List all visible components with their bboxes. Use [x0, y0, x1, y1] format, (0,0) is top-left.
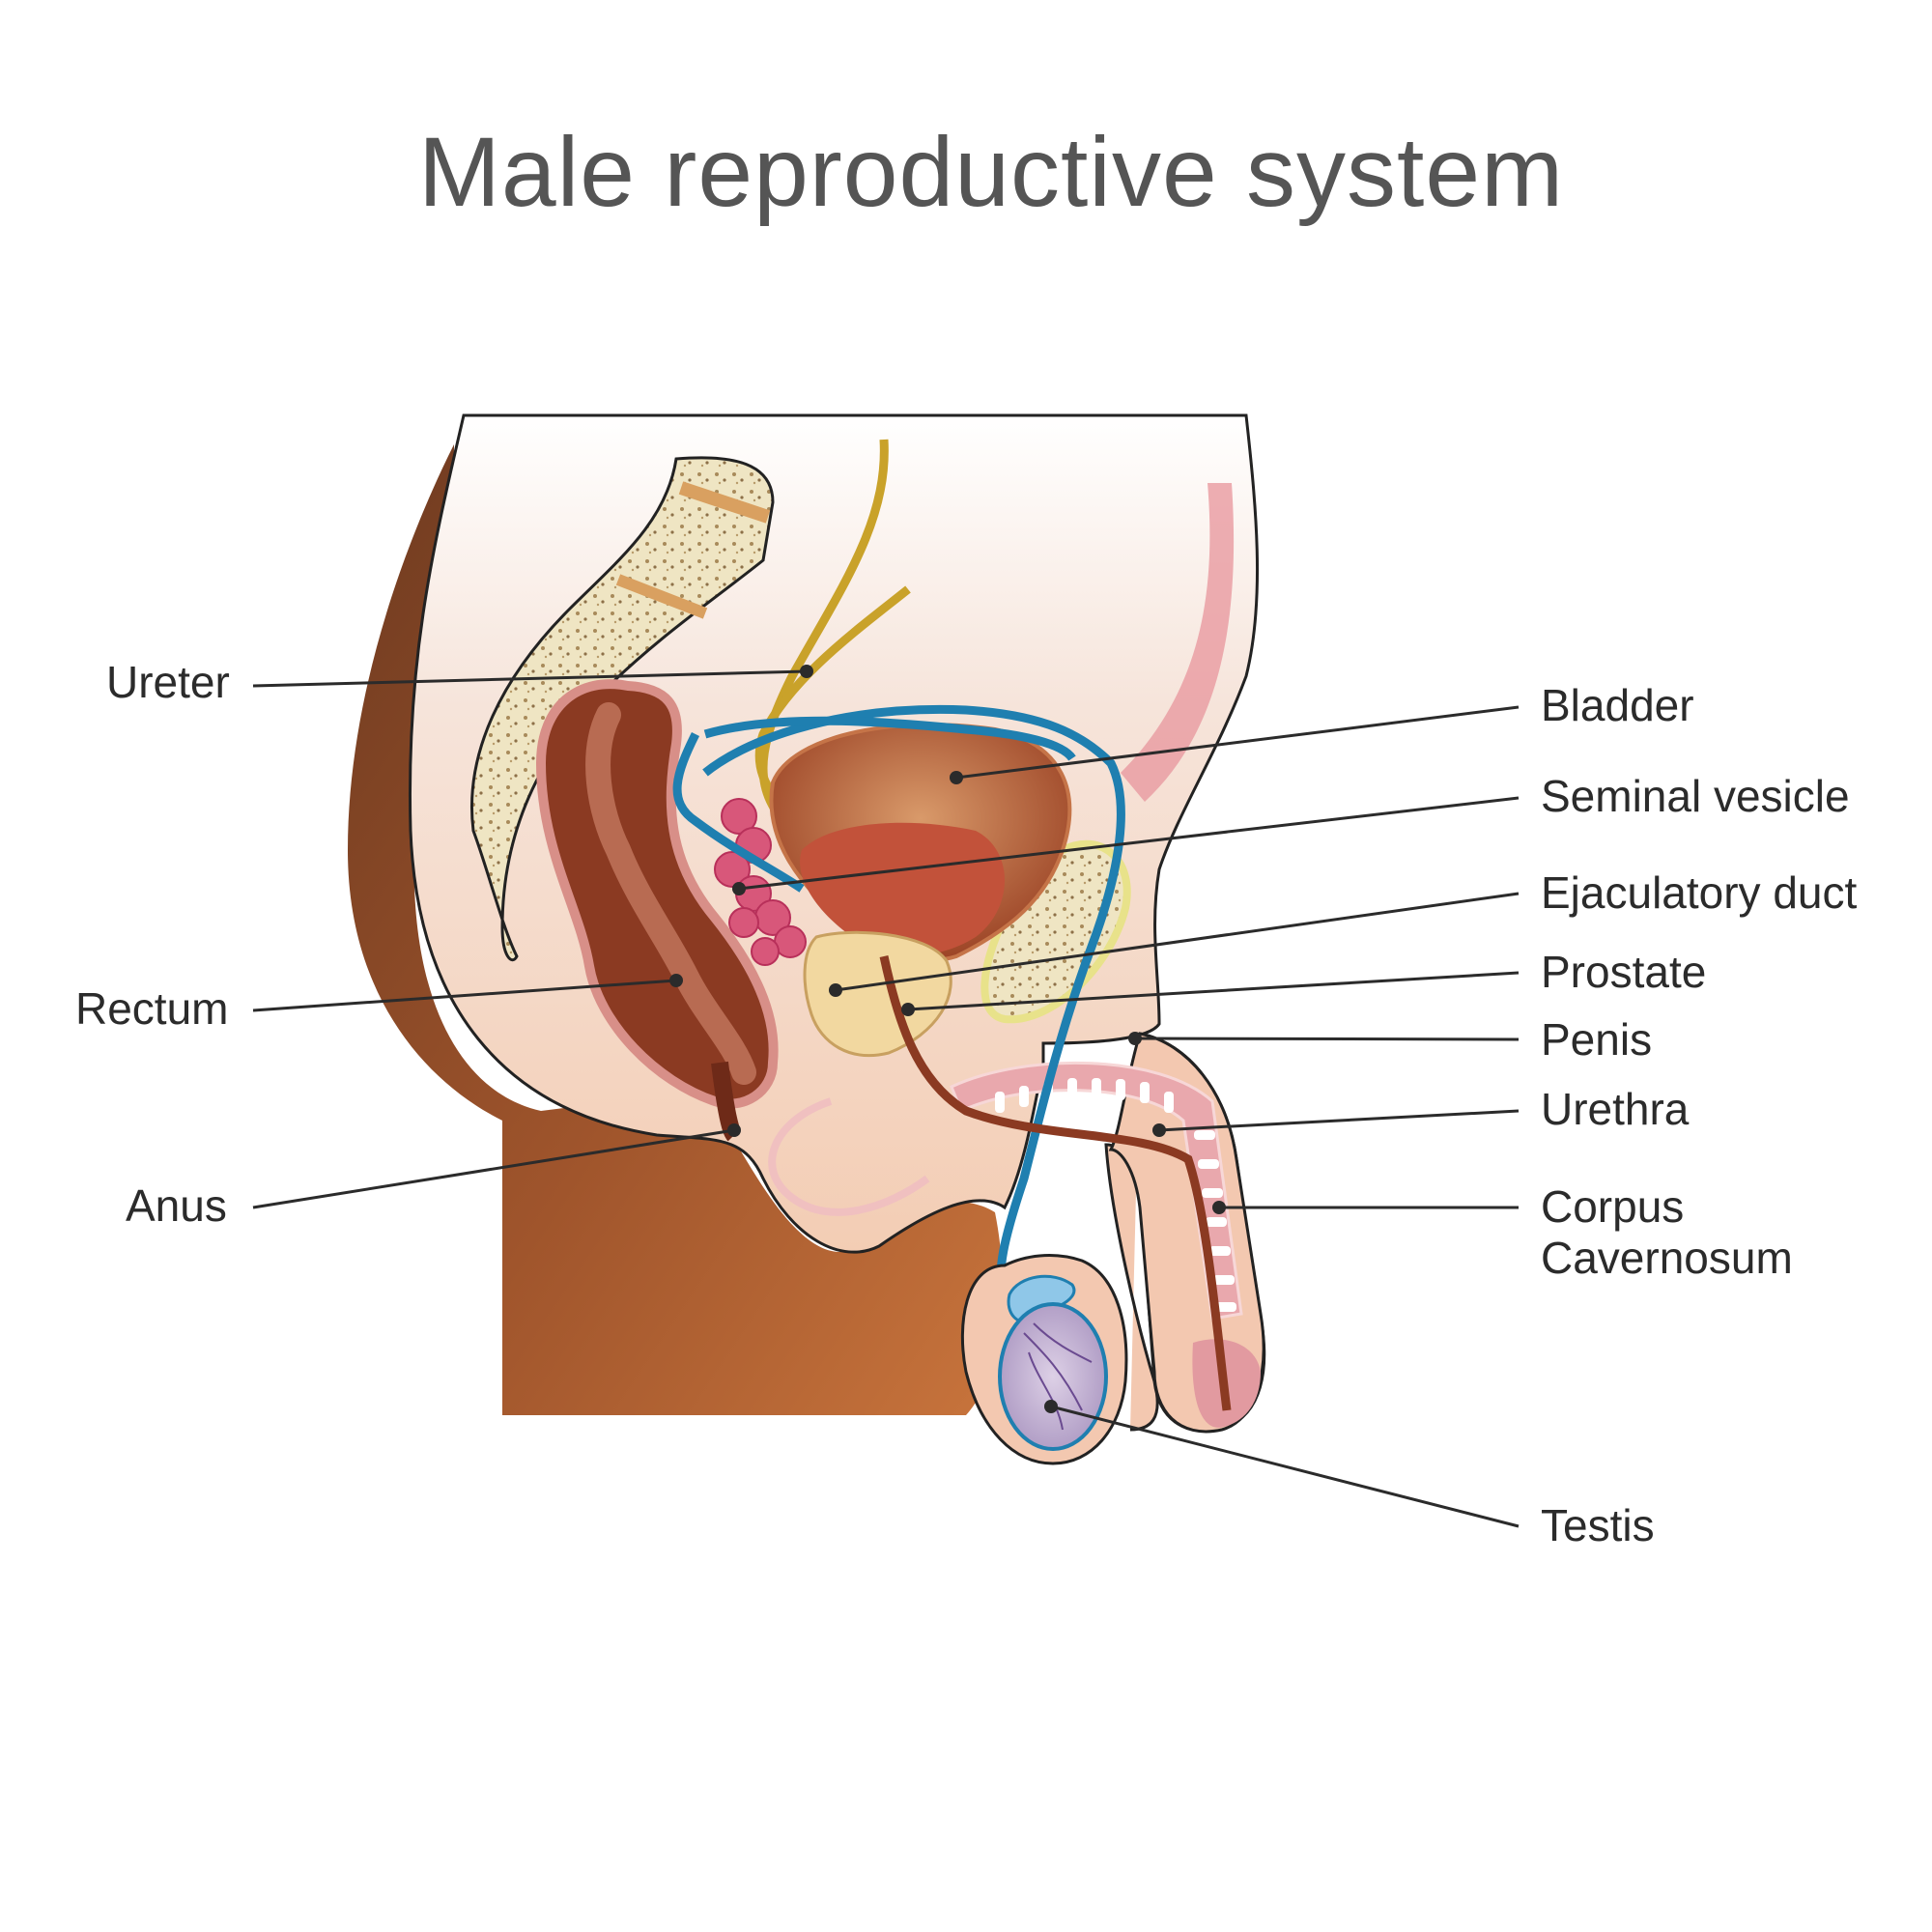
buttock-shape — [348, 444, 1003, 1415]
label-seminal-vesicle: Seminal vesicle — [1541, 771, 1850, 821]
label-urethra: Urethra — [1541, 1084, 1690, 1134]
perineum-fold — [768, 1097, 930, 1216]
abdominal-wall — [1121, 483, 1235, 802]
urethra — [879, 955, 1232, 1411]
label-cavernosum: Cavernosum — [1541, 1233, 1793, 1283]
prostate — [803, 930, 952, 1058]
epididymis — [1007, 1274, 1076, 1323]
label-corpus: Corpus — [1541, 1181, 1684, 1232]
label-prostate: Prostate — [1541, 947, 1706, 997]
label-rectum: Rectum — [75, 983, 228, 1034]
seminal-vesicle — [714, 798, 807, 966]
testis-vessels — [1023, 1322, 1093, 1431]
label-ejaculatory-duct: Ejaculatory duct — [1541, 867, 1857, 918]
label-anus: Anus — [126, 1180, 227, 1231]
sacrum — [470, 456, 775, 962]
label-bladder: Bladder — [1541, 680, 1694, 730]
leader-lines — [252, 665, 1520, 1528]
label-ureter: Ureter — [106, 657, 230, 707]
testis — [998, 1302, 1108, 1451]
page-title: Male reproductive system — [417, 117, 1565, 227]
label-testis: Testis — [1541, 1500, 1655, 1550]
label-penis: Penis — [1541, 1014, 1652, 1065]
